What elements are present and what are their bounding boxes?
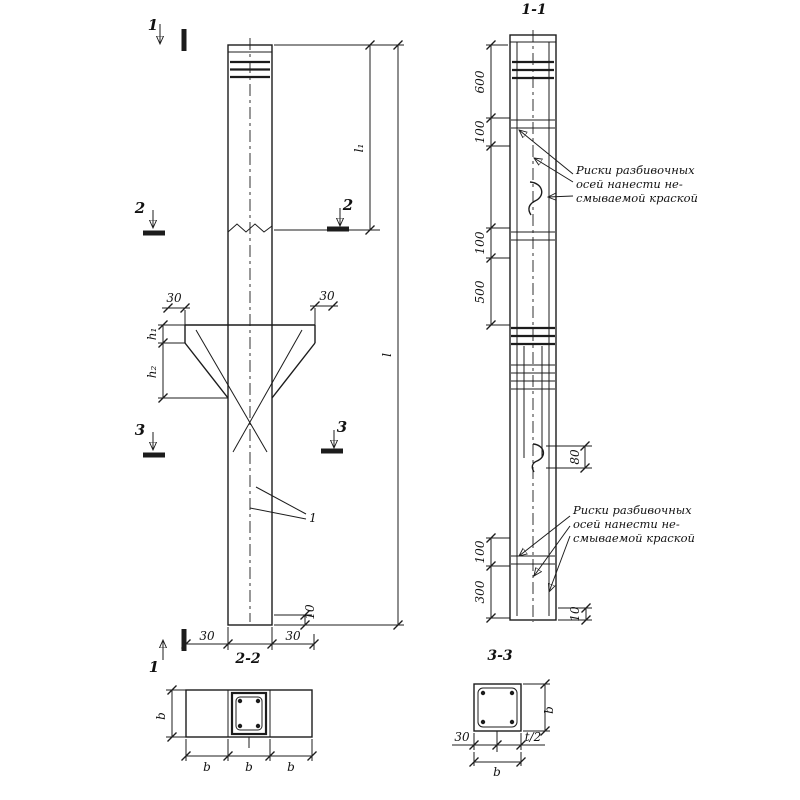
cut-mark-1-top: 1 bbox=[148, 16, 187, 51]
dim-label-100: 100 bbox=[473, 120, 487, 143]
dim-label-t2: t/2 bbox=[525, 730, 542, 744]
cut-label-1: 1 bbox=[149, 658, 159, 676]
dim-corbel-30-left: 30 bbox=[162, 291, 191, 325]
dim-label-h2: h₂ bbox=[145, 366, 159, 379]
cut-mark-3-left: 3 bbox=[135, 421, 165, 458]
dim-base-30-30: 30 30 bbox=[180, 627, 320, 650]
stirrup bbox=[477, 687, 518, 728]
column-outline-1-1 bbox=[509, 30, 557, 622]
cut-mark-2-left: 2 bbox=[134, 199, 165, 236]
dim-b-b-b: b b b bbox=[180, 739, 318, 774]
cut-label-3: 3 bbox=[337, 418, 347, 436]
dim-label-b: b bbox=[493, 765, 501, 779]
dim-label-30: 30 bbox=[285, 629, 301, 643]
dim-label-100: 100 bbox=[473, 231, 487, 254]
dim-label-30: 30 bbox=[199, 629, 215, 643]
cut-label-3: 3 bbox=[135, 421, 145, 439]
dim-label-600: 600 bbox=[473, 70, 487, 93]
dim-label-10: 10 bbox=[568, 606, 582, 622]
dim-label-30: 30 bbox=[166, 291, 182, 305]
part-label-1: 1 bbox=[309, 511, 317, 525]
stirrup bbox=[235, 696, 263, 731]
section-2-2: 2-2 b b b bbox=[154, 651, 318, 774]
column-cross-section bbox=[230, 691, 268, 736]
dim-label-b: b bbox=[542, 706, 556, 714]
annotation-line-1: Риски разбивочных bbox=[575, 163, 695, 177]
corbel bbox=[184, 324, 316, 453]
view-label-2-2: 2-2 bbox=[234, 651, 261, 667]
view-label-1-1: 1-1 bbox=[521, 2, 546, 18]
dim-label-h1: h₁ bbox=[145, 328, 159, 341]
dim-label-100: 100 bbox=[473, 540, 487, 563]
dim-label-500: 500 bbox=[473, 280, 487, 303]
dim-ticks bbox=[364, 39, 404, 631]
dim-10-right: 10 bbox=[558, 602, 592, 626]
dim-label-10: 10 bbox=[303, 604, 317, 620]
dim-label-l: l bbox=[380, 353, 394, 357]
annotation-lower: Риски разбивочных осей нанести не- смыва… bbox=[519, 503, 695, 592]
section-1-1: 1-1 bbox=[473, 2, 698, 626]
dim-label-b: b bbox=[154, 712, 168, 720]
cut-label-2: 2 bbox=[342, 196, 353, 214]
cut-mark-3-right: 3 bbox=[321, 418, 347, 454]
column-outline bbox=[227, 38, 273, 626]
dim-corbel-30-right: 30 bbox=[309, 289, 339, 325]
cut-label-1: 1 bbox=[148, 16, 158, 34]
corbel-brace bbox=[195, 329, 268, 453]
dim-30-t2: 30 t/2 bbox=[452, 730, 545, 751]
dim-label-b: b bbox=[203, 760, 211, 774]
part-callout-1: 1 bbox=[249, 486, 317, 525]
dim-base-10-left: 10 bbox=[274, 604, 317, 631]
annotation-upper: Риски разбивочных осей нанести не- смыва… bbox=[519, 130, 698, 205]
section-3-3: 3-3 30 t/2 b b bbox=[452, 648, 556, 779]
column-cross-section bbox=[473, 683, 522, 732]
dim-label-b: b bbox=[245, 760, 253, 774]
cut-mark-1-bottom: 1 bbox=[149, 629, 187, 676]
dim-label-30: 30 bbox=[319, 289, 335, 303]
dim-chain-left: 600 100 100 500 100 300 bbox=[473, 39, 510, 624]
dim-b-bottom: b bbox=[468, 752, 527, 779]
corbel-brace bbox=[232, 329, 303, 453]
annotation-line-3: смываемой краской bbox=[573, 531, 695, 545]
annotation-line-3: смываемой краской bbox=[576, 191, 698, 205]
dim-length-lines: l₁ l bbox=[274, 39, 404, 631]
dim-b-vertical: b bbox=[154, 684, 186, 743]
dim-label-300: 300 bbox=[473, 580, 487, 603]
stirrups bbox=[511, 119, 555, 565]
annotation-line-2: осей нанести не- bbox=[573, 517, 680, 531]
cut-label-2: 2 bbox=[134, 199, 145, 217]
dim-label-30: 30 bbox=[454, 730, 470, 744]
left-elevation: 1 1 2 2 3 3 bbox=[134, 16, 404, 676]
dim-80: 80 bbox=[546, 440, 592, 474]
break-line bbox=[227, 223, 273, 233]
view-label-3-3: 3-3 bbox=[487, 648, 513, 664]
lifting-hook-upper bbox=[528, 181, 543, 216]
dim-b-right: b bbox=[523, 678, 556, 737]
cut-mark-2-right: 2 bbox=[327, 196, 353, 232]
dim-label-l1: l₁ bbox=[352, 144, 366, 153]
annotation-line-1: Риски разбивочных bbox=[572, 503, 692, 517]
lifting-hook-lower bbox=[531, 443, 544, 473]
dim-label-80: 80 bbox=[568, 449, 582, 465]
dim-h1-h2: h₁ h₂ bbox=[145, 319, 228, 404]
dim-label-b: b bbox=[287, 760, 295, 774]
annotation-line-2: осей нанести не- bbox=[576, 177, 683, 191]
